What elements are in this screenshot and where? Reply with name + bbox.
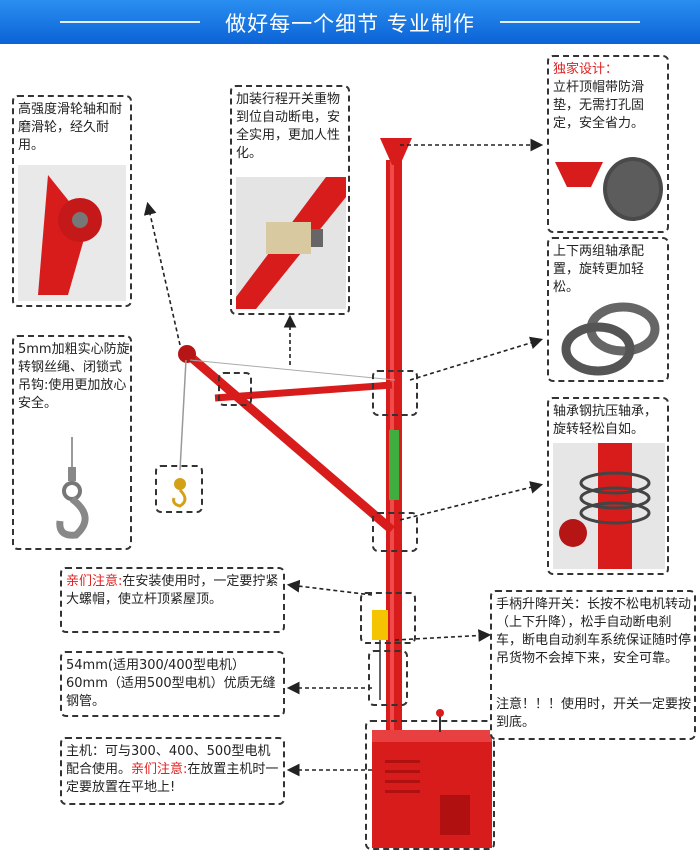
- callout-install-notice: 亲们注意:在安装使用时，一定要拧紧大螺帽，使立杆顶紧屋顶。: [60, 567, 285, 633]
- hook-small-icon: [172, 478, 187, 508]
- marker-tube: [368, 650, 408, 706]
- marker-upper-bearing: [372, 370, 418, 416]
- callout-exclusive-cap: 独家设计： 立杆顶帽带防滑垫，无需打孔固定，安全省力。: [547, 55, 669, 233]
- exclusive-title: 独家设计：: [553, 62, 619, 77]
- pressure-bearing-icon: [553, 443, 665, 569]
- limit-switch-text: 加装行程开关重物到位自动断电，安全实用，更加人性化。: [236, 92, 341, 161]
- main-unit-body: 主机：可与300、400、500型电机配合使用。: [66, 744, 271, 777]
- limit-switch-photo: [236, 177, 346, 309]
- crane-illustration: [143, 138, 544, 848]
- bearing-icon: [561, 302, 660, 376]
- callout-handle-switch: 手柄升降开关：长按不松电机转动（上下升降），松手自动断电刹车，断电自动刹车系统保…: [490, 590, 696, 740]
- marker-hook: [155, 465, 203, 513]
- marker-lower-bearing: [372, 512, 418, 552]
- callout-pressure-bearing: 轴承钢抗压轴承，旋转轻松自如。: [547, 397, 669, 575]
- install-notice-text: 亲们注意:在安装使用时，一定要拧紧大螺帽，使立杆顶紧屋顶。: [66, 573, 282, 609]
- handle-notice-text: 注意！！！使用时，开关一定要按到底。: [496, 697, 692, 730]
- limit-switch-icon: [236, 177, 346, 309]
- marker-arm-joint: [218, 372, 252, 406]
- callout-main-unit: 主机：可与300、400、500型电机配合使用。亲们注意:在放置主机时一定要放置…: [60, 737, 285, 805]
- hook-icon: [56, 437, 89, 539]
- pulley-text: 高强度滑轮轴和耐磨滑轮，经久耐用。: [18, 102, 123, 153]
- pulley-icon: [18, 165, 126, 301]
- main-unit-notice-body: 在放置主机时一定要放置在平地上!: [66, 762, 279, 795]
- hook-photo: [18, 437, 126, 542]
- pressure-bearing-text: 轴承钢抗压轴承，旋转轻松自如。: [553, 404, 658, 437]
- callout-steel-tube: 54mm(适用300/400型电机）60mm（适用500型电机）优质无缝钢管。: [60, 651, 285, 717]
- callout-wire-rope: 5mm加粗实心防旋转钢丝绳、闭锁式吊钩:使用更加放心安全。: [12, 335, 132, 550]
- banner-line-right: [500, 21, 640, 23]
- exclusive-text: 立杆顶帽带防滑垫，无需打孔固定，安全省力。: [553, 80, 645, 131]
- header-banner: 做好每一个细节 专业制作: [0, 0, 700, 44]
- marker-switch: [360, 592, 416, 644]
- pressure-bearing-photo: [553, 443, 665, 569]
- cap-photo: [553, 147, 665, 227]
- main-unit-notice-label: 亲们注意:: [131, 762, 188, 777]
- cap-icon: [555, 157, 663, 221]
- callout-pulley: 高强度滑轮轴和耐磨滑轮，经久耐用。: [12, 95, 132, 307]
- callout-bearings: 上下两组轴承配置，旋转更加轻松。: [547, 237, 669, 382]
- install-notice-label: 亲们注意:: [66, 574, 123, 589]
- pulley-photo: [18, 165, 126, 301]
- bearings-text: 上下两组轴承配置，旋转更加轻松。: [553, 244, 645, 295]
- handle-switch-text: 手柄升降开关：长按不松电机转动（上下升降），松手自动断电刹车，断电自动刹车系统保…: [496, 597, 692, 666]
- callout-limit-switch: 加装行程开关重物到位自动断电，安全实用，更加人性化。: [230, 85, 350, 315]
- wire-rope-text: 5mm加粗实心防旋转钢丝绳、闭锁式吊钩:使用更加放心安全。: [18, 342, 130, 411]
- steel-tube-text: 54mm(适用300/400型电机）60mm（适用500型电机）优质无缝钢管。: [66, 658, 276, 709]
- install-notice-body: 在安装使用时，一定要拧紧大螺帽，使立杆顶紧屋顶。: [66, 574, 279, 607]
- page-title: 做好每一个细节 专业制作: [225, 12, 475, 36]
- banner-line-left: [60, 21, 200, 23]
- main-unit-text: 主机：可与300、400、500型电机配合使用。亲们注意:在放置主机时一定要放置…: [66, 743, 282, 797]
- marker-base: [365, 720, 495, 850]
- bearings-photo: [553, 301, 665, 377]
